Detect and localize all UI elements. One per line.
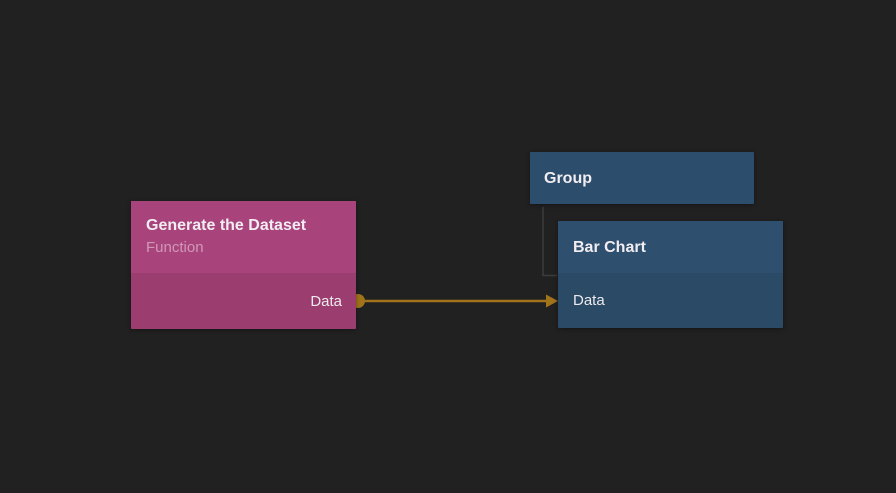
group-title: Group [544, 169, 592, 187]
node-generate-the-dataset[interactable]: Generate the Dataset Function Data [131, 201, 356, 329]
node-title: Generate the Dataset [146, 217, 307, 234]
group-child-tree-line [542, 207, 557, 277]
node-body: Data [558, 273, 783, 328]
output-port-label: Data [310, 292, 342, 310]
input-port-data[interactable]: Data [558, 273, 783, 328]
node-title: Bar Chart [573, 238, 646, 256]
wire-arrowhead-icon [546, 294, 558, 308]
node-header: Bar Chart [558, 221, 783, 273]
node-body: Data [131, 273, 356, 329]
group-header: Group [530, 152, 754, 204]
output-port-data[interactable]: Data [131, 273, 356, 329]
node-bar-chart[interactable]: Bar Chart Data [558, 221, 783, 328]
input-port-label: Data [573, 292, 605, 309]
node-header: Generate the Dataset Function [131, 201, 356, 273]
node-group[interactable]: Group [530, 152, 754, 204]
node-type-label: Function [146, 239, 204, 256]
